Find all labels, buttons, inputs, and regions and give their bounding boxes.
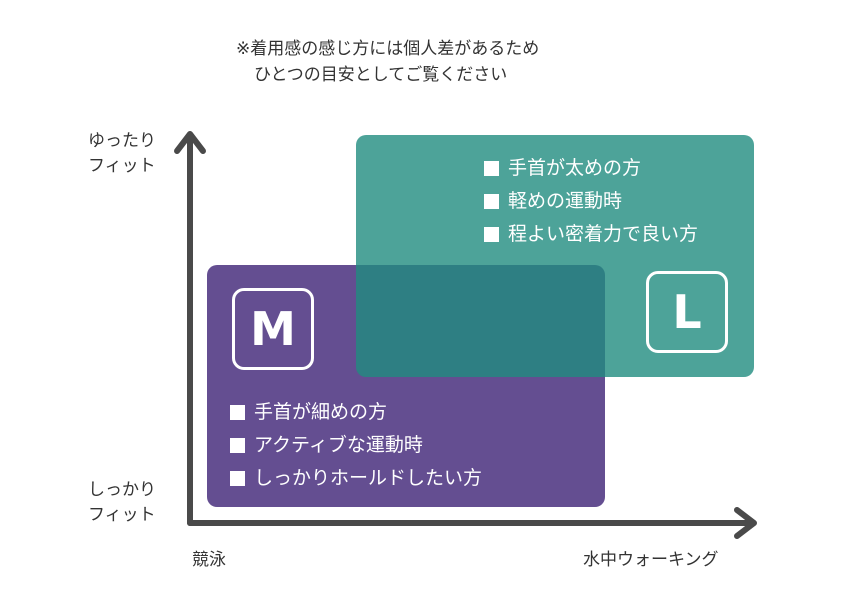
list-item-text: 手首が細めの方 xyxy=(254,401,388,423)
y-axis-top-label: ゆったり フィット xyxy=(88,129,156,179)
size-m-badge: M xyxy=(232,288,314,370)
square-bullet-icon xyxy=(230,471,245,486)
size-l-region xyxy=(356,135,754,377)
size-l-feature-list: 手首が太めの方 軽めの運動時 程よい密着力で良い方 xyxy=(484,152,698,251)
size-m-feature-list: 手首が細めの方 アクティブな運動時 しっかりホールドしたい方 xyxy=(230,396,482,495)
x-axis-arrowhead xyxy=(734,507,757,539)
list-item: 程よい密着力で良い方 xyxy=(484,218,698,251)
disclaimer-note: ※着用感の感じ方には個人差があるため ひとつの目安としてご覧ください xyxy=(236,36,539,88)
note-line-1: ※着用感の感じ方には個人差があるため xyxy=(236,39,540,59)
square-bullet-icon xyxy=(230,405,245,420)
square-bullet-icon xyxy=(484,161,499,176)
y-top-label-line-2: フィット xyxy=(88,156,156,176)
square-bullet-icon xyxy=(484,227,499,242)
square-bullet-icon xyxy=(484,194,499,209)
list-item: しっかりホールドしたい方 xyxy=(230,462,482,495)
list-item: 手首が太めの方 xyxy=(484,152,698,185)
list-item-text: 手首が太めの方 xyxy=(508,157,642,179)
list-item-text: 軽めの運動時 xyxy=(508,190,623,212)
y-bottom-label-line-1: しっかり xyxy=(88,480,156,500)
list-item-text: しっかりホールドしたい方 xyxy=(254,467,483,489)
square-bullet-icon xyxy=(230,438,245,453)
y-axis-arrowhead xyxy=(174,131,206,154)
y-top-label-line-1: ゆったり xyxy=(88,131,156,151)
y-axis-bottom-label: しっかり フィット xyxy=(88,478,156,528)
note-line-2: ひとつの目安としてご覧ください xyxy=(254,65,508,85)
list-item: アクティブな運動時 xyxy=(230,429,482,462)
y-bottom-label-line-2: フィット xyxy=(88,505,156,525)
list-item-text: アクティブな運動時 xyxy=(254,434,423,456)
x-axis-left-label: 競泳 xyxy=(192,550,226,570)
list-item: 手首が細めの方 xyxy=(230,396,482,429)
list-item-text: 程よい密着力で良い方 xyxy=(508,223,699,245)
list-item: 軽めの運動時 xyxy=(484,185,698,218)
x-axis-right-label: 水中ウォーキング xyxy=(583,550,719,570)
size-l-badge: L xyxy=(646,271,728,353)
